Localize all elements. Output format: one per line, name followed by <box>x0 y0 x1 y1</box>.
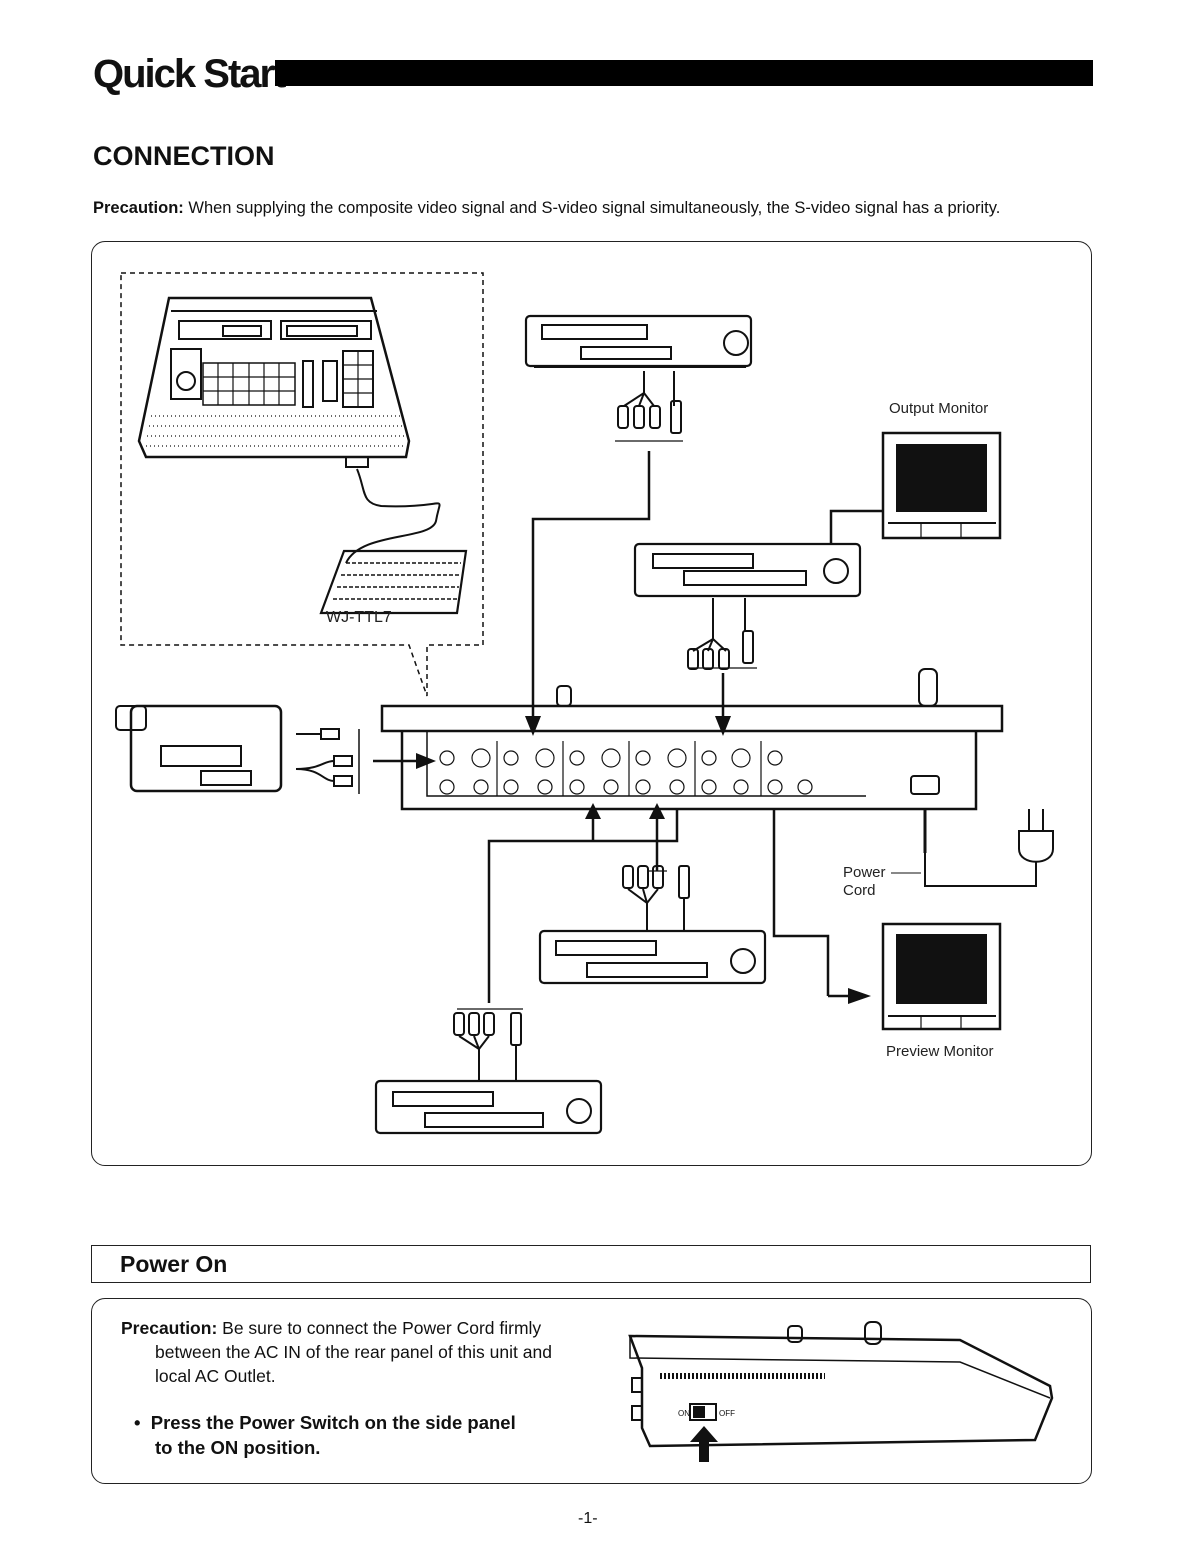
power-cord-label-line1: Power <box>843 864 886 881</box>
output-monitor <box>881 431 1002 540</box>
vcr-middle <box>633 542 862 598</box>
arrow-up-icon <box>690 1426 718 1442</box>
power-precaution-label: Precaution: <box>121 1318 218 1338</box>
vcr-lower <box>487 803 767 1003</box>
connection-precaution: Precaution: When supplying the composite… <box>93 199 1000 218</box>
precaution-text: When supplying the composite video signa… <box>183 199 1001 217</box>
vcr-top-cables <box>615 371 683 442</box>
power-on-header: Power On <box>91 1245 1091 1283</box>
vcr-middle-cables <box>687 598 757 670</box>
power-on-precaution: Precaution: Be sure to connect the Power… <box>121 1316 571 1388</box>
switch-on-label: ON <box>678 1409 690 1418</box>
power-on-frame <box>91 1298 1092 1484</box>
mixer-controller-illustration <box>137 296 411 468</box>
power-on-heading: Power On <box>120 1251 228 1277</box>
power-precaution-line3: local AC Outlet. <box>155 1366 276 1386</box>
power-on-instruction: • Press the Power Switch on the side pan… <box>134 1410 574 1460</box>
preview-monitor-label: Preview Monitor <box>886 1043 994 1060</box>
power-plug <box>891 809 1054 887</box>
section-heading-connection: CONNECTION <box>93 141 275 171</box>
switch-off-label: OFF <box>719 1409 735 1418</box>
output-monitor-label: Output Monitor <box>889 400 989 417</box>
connection-diagram-frame <box>91 241 1092 1166</box>
vcr-top <box>524 314 753 368</box>
power-instruction-line2: to the ON position. <box>155 1437 321 1458</box>
page-number: -1- <box>578 1510 598 1527</box>
side-panel-illustration: ON OFF <box>628 1321 1054 1462</box>
power-instruction-line1: Press the Power Switch on the side panel <box>150 1412 516 1433</box>
power-precaution-line1: Be sure to connect the Power Cord firmly <box>217 1318 542 1338</box>
power-precaution-line2: between the AC IN of the rear panel of t… <box>155 1342 552 1362</box>
title-rule <box>275 60 1093 86</box>
keyboard-model-label: WJ-TTL7 <box>326 609 392 626</box>
mixer-rear-panel <box>380 668 1004 811</box>
vcr-bottom <box>374 1008 603 1135</box>
camcorder <box>115 704 283 793</box>
connection-diagram <box>115 272 1054 1135</box>
keyboard-illustration <box>319 549 468 615</box>
preview-monitor <box>772 809 1002 1031</box>
page-title: Quick Start <box>93 52 286 96</box>
precaution-label: Precaution: <box>93 199 184 217</box>
power-cord-label-line2: Cord <box>843 882 876 899</box>
controller-inset <box>120 272 484 697</box>
